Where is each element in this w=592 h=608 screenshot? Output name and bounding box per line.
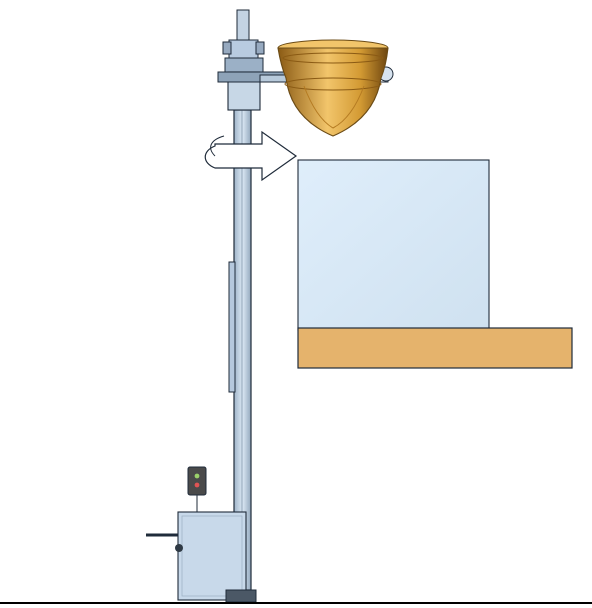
rotation-arrow bbox=[204, 130, 298, 182]
table-block bbox=[297, 159, 490, 331]
counter bbox=[297, 327, 573, 369]
base-housing bbox=[177, 511, 257, 603]
control-pendant bbox=[187, 466, 207, 512]
bowl bbox=[277, 39, 389, 137]
lift-head bbox=[222, 9, 265, 111]
column-rail bbox=[228, 261, 236, 393]
handle-lever bbox=[146, 533, 183, 552]
